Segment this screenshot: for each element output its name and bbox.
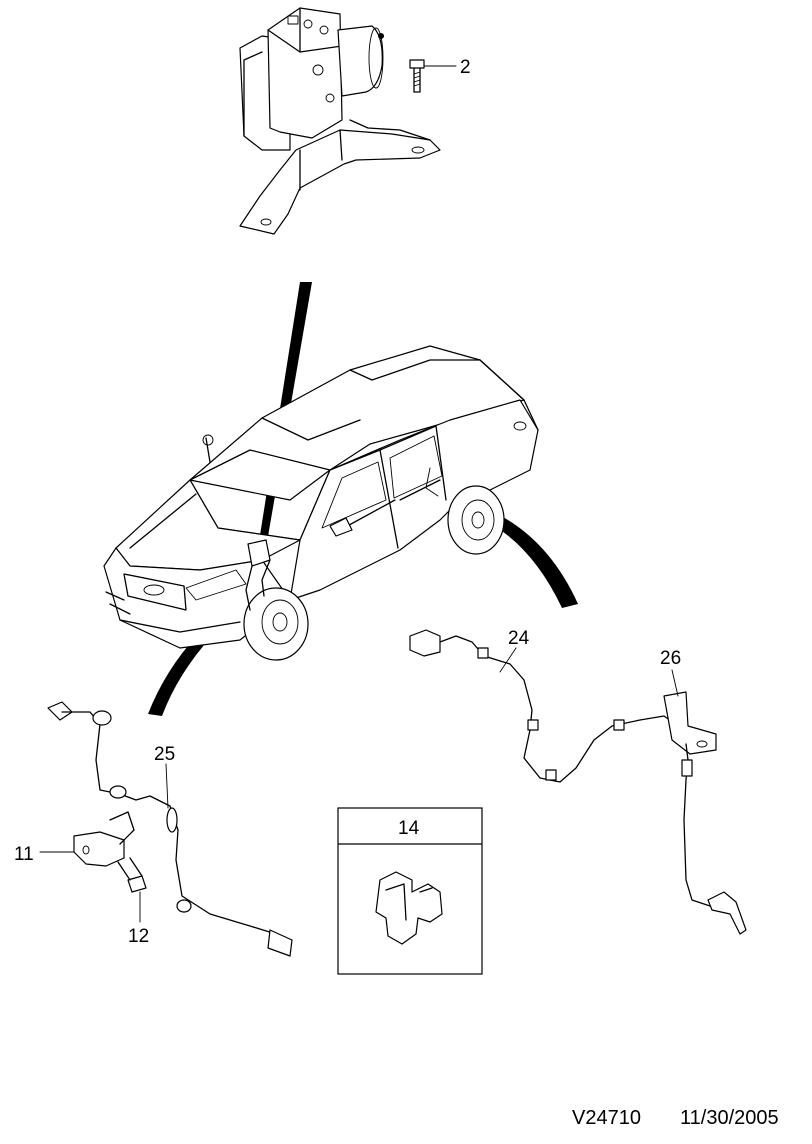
bolt-2 [409, 59, 457, 93]
callout-24: 24 [508, 628, 530, 649]
harness-24 [409, 629, 685, 783]
callout-2: 2 [460, 57, 471, 78]
diagram-date: 11/30/2005 [680, 1107, 779, 1129]
clip-14-box [337, 807, 483, 975]
callout-11: 11 [14, 844, 34, 865]
abs-modulator-drawing [239, 7, 441, 235]
callout-25: 25 [154, 744, 175, 765]
harness-25 [47, 701, 293, 957]
vehicle-drawing [103, 345, 539, 661]
callout-26: 26 [660, 648, 681, 669]
bracket-26 [663, 669, 747, 935]
callout-14: 14 [398, 818, 420, 839]
diagram-code: V24710 [572, 1107, 641, 1129]
bolt-12 [117, 857, 147, 923]
leader-wedge-rear [458, 500, 578, 608]
bracket-11 [39, 811, 135, 867]
leader-wedge-front [148, 590, 252, 716]
callout-12: 12 [128, 926, 149, 947]
